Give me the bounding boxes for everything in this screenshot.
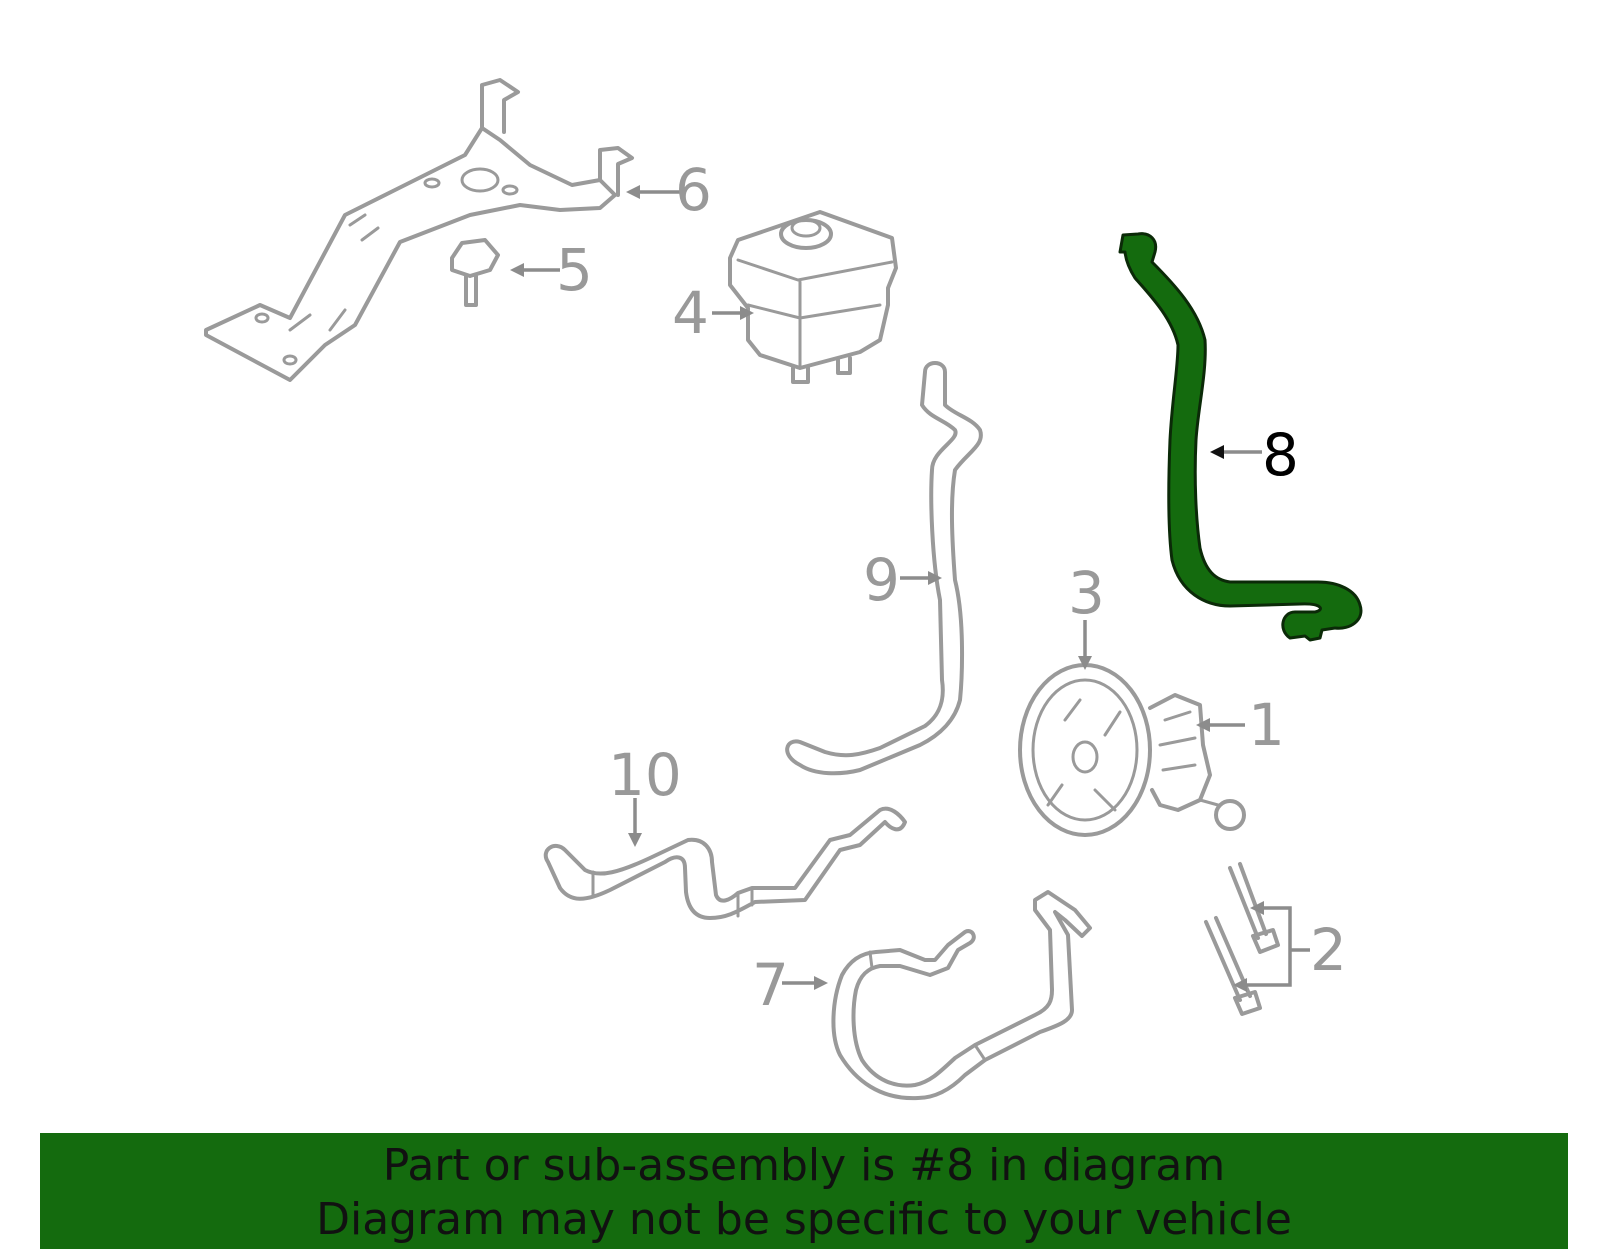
label-part-4: 4 [672, 279, 709, 347]
label-part-1: 1 [1248, 691, 1285, 759]
label-part-7: 7 [752, 951, 789, 1019]
part-2-bolts[interactable] [1204, 862, 1280, 1016]
part-4-reservoir[interactable] [728, 210, 898, 384]
label-part-10: 10 [608, 741, 682, 809]
label-part-2: 2 [1310, 916, 1347, 984]
banner-line-1: Part or sub-assembly is #8 in diagram [382, 1140, 1226, 1191]
part-1-pump[interactable] [1148, 693, 1246, 831]
part-9-hose[interactable] [785, 361, 983, 776]
part-3-pulley[interactable] [1018, 663, 1152, 837]
label-part-8: 8 [1262, 421, 1299, 489]
part-5-bolt[interactable] [450, 238, 500, 307]
part-8-hose-highlighted[interactable] [1118, 232, 1363, 642]
label-part-6: 6 [675, 156, 712, 224]
part-6-bracket[interactable] [204, 78, 634, 382]
label-part-5: 5 [556, 236, 593, 304]
label-part-9: 9 [863, 546, 900, 614]
part-10-hose[interactable] [543, 806, 907, 920]
info-banner: Part or sub-assembly is #8 in diagram Di… [40, 1133, 1568, 1249]
part-7-hose[interactable] [831, 890, 1092, 1101]
label-part-3: 3 [1068, 559, 1105, 627]
callout-arrows [510, 185, 1310, 992]
banner-line-2: Diagram may not be specific to your vehi… [316, 1194, 1292, 1245]
